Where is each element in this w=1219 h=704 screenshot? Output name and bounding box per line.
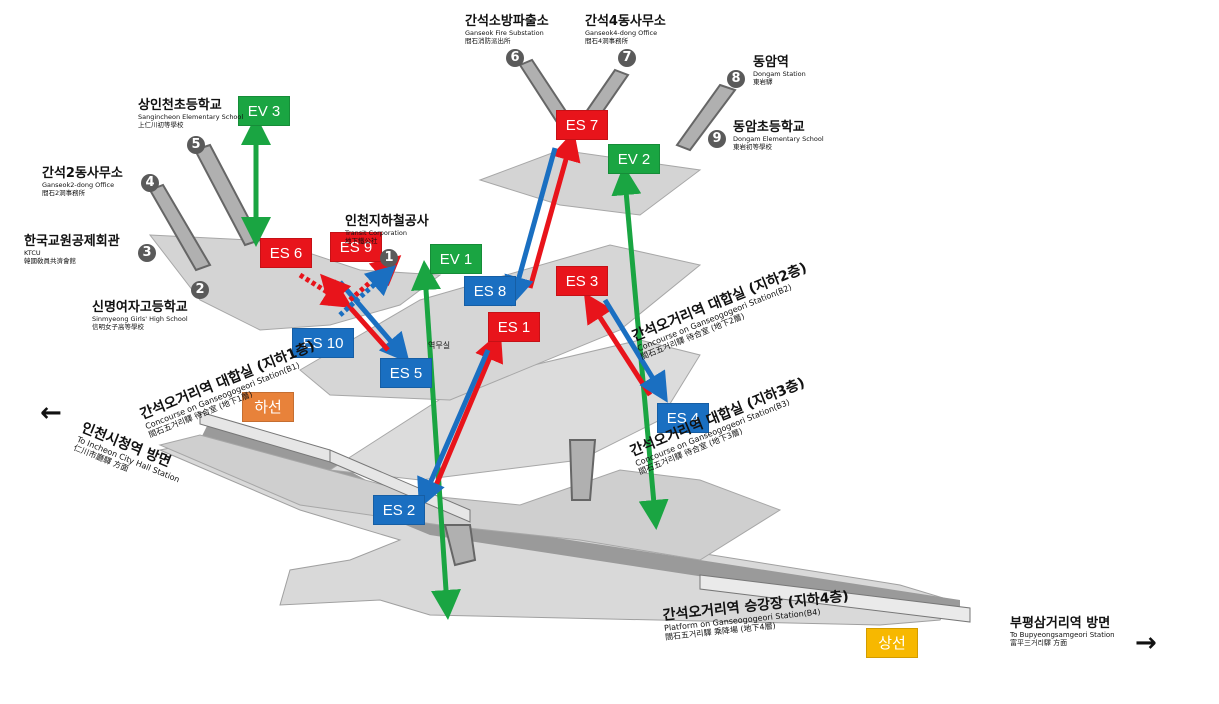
exit-1-ko: 인천지하철공사 — [345, 214, 429, 229]
exit-number-5[interactable]: 5 — [187, 136, 205, 154]
exit-number-1[interactable]: 1 — [380, 249, 398, 267]
exit-4-ko: 간석2동사무소 — [42, 166, 123, 181]
exit-number-4[interactable]: 4 — [141, 174, 159, 192]
track-bed — [200, 420, 960, 616]
exit-3-cn: 韓國敎員共濟會館 — [24, 257, 76, 265]
exit-5-en: Sangincheon Elementary School — [138, 113, 244, 121]
arrow-ev1 — [411, 260, 461, 620]
exit-8-ko: 동암역 — [753, 55, 789, 70]
exit-number-3[interactable]: 3 — [138, 244, 156, 262]
floor-b1-right — [478, 149, 702, 216]
exit-4-cn: 間石2洞事務所 — [42, 189, 86, 197]
exit-5-cn: 上仁川初等學校 — [138, 121, 184, 129]
tag-up-line[interactable]: 상선 — [866, 628, 918, 658]
exit-9-cn: 東岩初等學校 — [733, 143, 772, 151]
exit-3-en: KTCU — [24, 249, 41, 257]
arrow-ev2 — [611, 165, 669, 530]
station-office-label: 역무실 — [428, 341, 451, 350]
tag-ev3[interactable]: EV 3 — [238, 96, 290, 126]
exit-number-8[interactable]: 8 — [727, 70, 745, 88]
exit-8-cn: 東岩驛 — [753, 78, 773, 86]
exit-2-en: Sinmyeong Girls' High School — [92, 315, 188, 323]
tag-es6[interactable]: ES 6 — [260, 238, 312, 268]
exit-1-en: Transit Corporation — [345, 229, 407, 237]
tag-es4[interactable]: ES 4 — [657, 403, 709, 433]
train-up — [699, 574, 971, 623]
direction-left: ← — [40, 400, 62, 426]
exit-2-cn: 信明女子高等學校 — [92, 323, 144, 331]
exit-number-9[interactable]: 9 — [708, 130, 726, 148]
exit-number-7[interactable]: 7 — [618, 49, 636, 67]
arrow-left-icon: ← — [40, 398, 62, 428]
arrow-es6 — [298, 272, 353, 308]
tag-down-line[interactable]: 하선 — [242, 392, 294, 422]
exit-6-ko: 간석소방파출소 — [465, 14, 549, 29]
exit-1-cn: 地下鐵公社 — [345, 237, 378, 245]
direction-right-ko: 부평삼거리역 방면 — [1010, 616, 1111, 631]
tag-es7[interactable]: ES 7 — [556, 110, 608, 140]
exit-2-ko: 신명여자고등학교 — [92, 300, 188, 315]
exit-6-en: Ganseok Fire Substation — [465, 29, 544, 37]
exit-6-cn: 間石消防派出所 — [465, 37, 511, 45]
tag-es3[interactable]: ES 3 — [556, 266, 608, 296]
tag-ev2[interactable]: EV 2 — [608, 144, 660, 174]
tag-es2[interactable]: ES 2 — [373, 495, 425, 525]
direction-right-en: To Bupyeongsamgeori Station — [1010, 631, 1115, 639]
arrow-es10-dash — [338, 265, 397, 317]
exit-3-ko: 한국교원공제회관 — [24, 234, 120, 249]
arrow-right-icon: → — [1135, 628, 1157, 658]
exit-7-cn: 間石4洞事務所 — [585, 37, 629, 45]
tag-ev1[interactable]: EV 1 — [430, 244, 482, 274]
arrow-es2 — [417, 349, 491, 509]
arrow-es4 — [602, 298, 668, 403]
exit-9-ko: 동암초등학교 — [733, 120, 805, 135]
exit-5-ko: 상인천초등학교 — [138, 98, 222, 113]
tag-es9[interactable]: ES 9 — [330, 232, 382, 262]
exit-number-2[interactable]: 2 — [191, 281, 209, 299]
exit-8-en: Dongam Station — [753, 70, 806, 78]
direction-right: → — [1135, 630, 1157, 656]
tag-es1[interactable]: ES 1 — [488, 312, 540, 342]
tag-es8[interactable]: ES 8 — [464, 276, 516, 306]
arrow-es7 — [527, 130, 581, 289]
exit-7-ko: 간석4동사무소 — [585, 14, 666, 29]
direction-right-cn: 富平三거리驛 方面 — [1010, 639, 1068, 647]
exit-number-6[interactable]: 6 — [506, 49, 524, 67]
exit-4-en: Ganseok2-dong Office — [42, 181, 115, 189]
exit-7-en: Ganseok4-dong Office — [585, 29, 658, 37]
tag-es5[interactable]: ES 5 — [380, 358, 432, 388]
tag-es10[interactable]: ES 10 — [292, 328, 354, 358]
arrow-es8 — [504, 147, 558, 307]
exit-9-en: Dongam Elementary School — [733, 135, 824, 143]
arrow-es1 — [429, 331, 504, 496]
